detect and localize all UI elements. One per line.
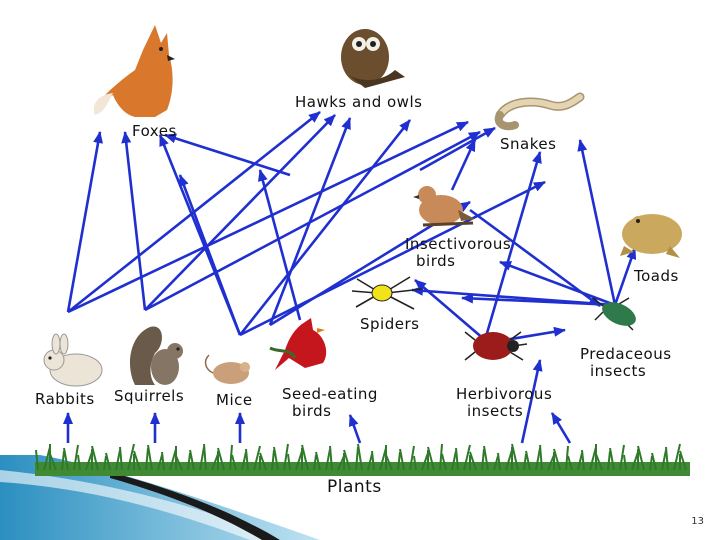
food-web-arrow [411, 285, 616, 307]
food-web-arrows [63, 110, 637, 444]
food-web-arrow [164, 133, 291, 177]
label-toads: Toads [634, 267, 679, 285]
label-predaceous-line2: insects [590, 362, 647, 380]
label-plants: Plants [327, 477, 382, 497]
food-web-arrow [144, 114, 336, 311]
food-web-arrow [238, 119, 412, 336]
label-seed-eating-line2: birds [292, 402, 332, 420]
food-web-arrow [520, 359, 543, 444]
food-web-arrow [121, 131, 147, 311]
food-web-arrow [577, 139, 617, 306]
label-rabbits: Rabbits [35, 390, 95, 408]
cardinal-icon [269, 318, 327, 370]
slide-decoration [0, 455, 320, 540]
squirrel-icon [130, 326, 183, 385]
label-mice: Mice [216, 391, 253, 409]
label-insectivorous-birds: Insectivorous birds [405, 236, 511, 270]
label-insectivorous-line2: birds [416, 252, 456, 270]
label-spiders: Spiders [360, 315, 420, 333]
beetle-icon [464, 331, 528, 361]
page-number: 13 [691, 516, 704, 527]
label-squirrels: Squirrels [114, 387, 185, 405]
food-web-arrow [239, 180, 546, 337]
mouse-icon [204, 354, 250, 384]
grass-icon [35, 443, 690, 476]
food-web-arrow [450, 139, 477, 191]
toad-icon [620, 214, 682, 258]
label-herbivorous-line2: insects [467, 402, 524, 420]
snake-icon [494, 92, 585, 131]
food-web-arrow [613, 247, 637, 306]
label-predaceous-line1: Predaceous [580, 345, 672, 363]
label-herbivorous-insects: Herbivorous insects [456, 386, 552, 420]
food-web-arrow [178, 174, 242, 336]
label-foxes: Foxes [132, 122, 177, 140]
food-web-arrow [504, 326, 566, 342]
predaceous-insect-icon [592, 297, 636, 331]
food-web-arrow [67, 120, 469, 314]
food-web-arrow [144, 130, 481, 312]
food-web-arrow [268, 117, 352, 326]
label-snakes: Snakes [500, 135, 557, 153]
label-hawks-owls: Hawks and owls [295, 93, 423, 111]
label-seed-eating-birds: Seed-eating birds [282, 386, 378, 420]
food-web-arrow [414, 279, 486, 341]
rabbit-icon [43, 333, 103, 387]
label-insectivorous-line1: Insectivorous [405, 235, 512, 253]
owl-icon [341, 29, 405, 88]
food-web-arrow [66, 131, 103, 313]
food-web-arrow [483, 151, 542, 341]
spider-icon [351, 276, 423, 310]
food-web-arrow [348, 414, 362, 444]
fox-icon [93, 25, 175, 117]
label-seed-eating-line1: Seed-eating [282, 385, 378, 403]
food-web-arrow [499, 260, 616, 307]
label-herbivorous-line1: Herbivorous [456, 385, 553, 403]
food-web-arrow [550, 412, 572, 444]
bird-icon [413, 186, 475, 227]
label-predaceous-insects: Predaceous insects [580, 346, 672, 380]
food-web-arrow [419, 126, 496, 172]
food-web-arrow [258, 169, 302, 321]
